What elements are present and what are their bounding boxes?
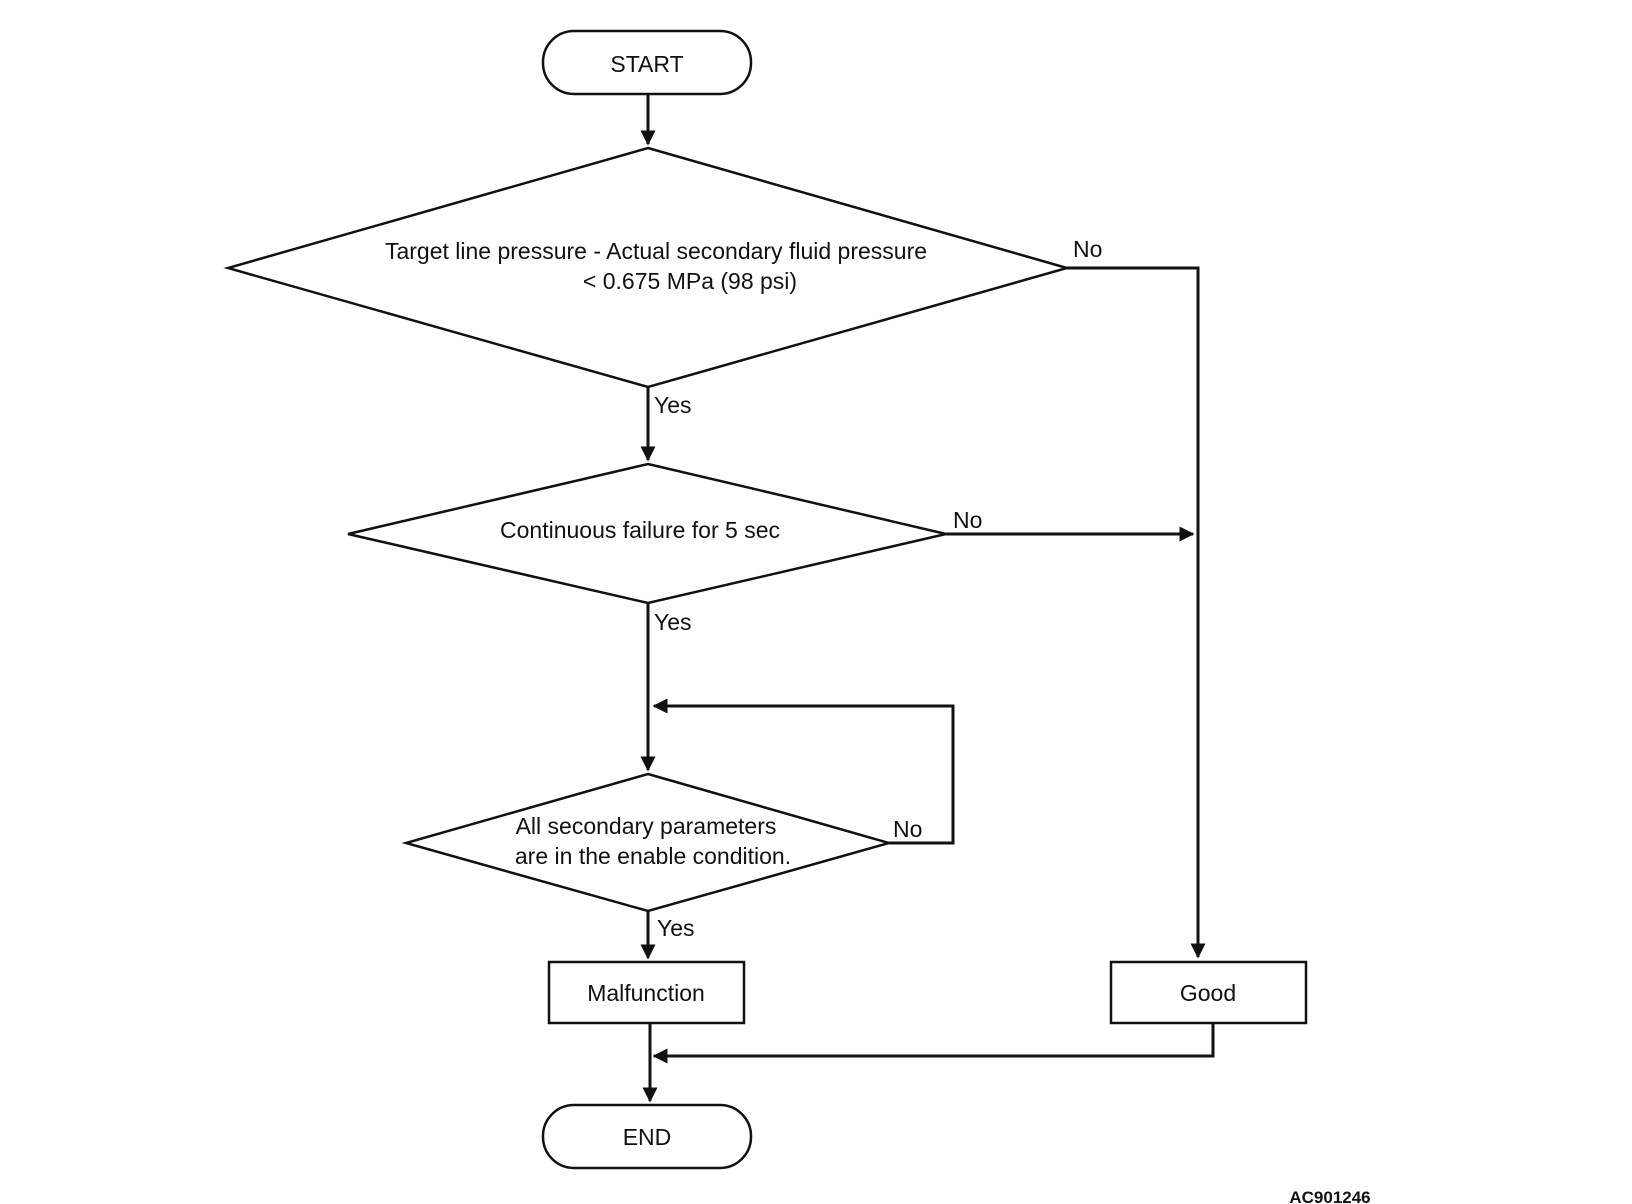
good-node: Good: [1109, 960, 1308, 1025]
end-label: END: [623, 1124, 672, 1150]
decision3-label-line2: are in the enable condition.: [515, 843, 791, 869]
decision1-label-line2: < 0.675 MPa (98 psi): [583, 268, 797, 294]
edge-decision1-no: [1067, 266, 1206, 959]
figure-code: AC901246: [1289, 1188, 1370, 1204]
decision2-no-label: No: [953, 507, 982, 533]
start-label: START: [610, 51, 683, 77]
decision3-no-label: No: [893, 816, 922, 842]
decision3-node: All secondary parameters are in the enab…: [401, 772, 894, 913]
edge-good-to-end: [652, 1023, 1215, 1064]
decision1-no-label: No: [1073, 236, 1102, 262]
decision3-label-line1: All secondary parameters: [516, 813, 777, 839]
end-node: END: [541, 1103, 753, 1170]
decision2-yes-label: Yes: [654, 609, 692, 635]
malfunction-node: Malfunction: [547, 960, 746, 1025]
good-label: Good: [1180, 980, 1236, 1006]
decision2-label: Continuous failure for 5 sec: [500, 517, 780, 543]
decision2-node: Continuous failure for 5 sec: [347, 462, 947, 605]
decision1-node: Target line pressure - Actual secondary …: [223, 146, 1072, 389]
start-node: START: [541, 29, 753, 96]
edge-decision3-no-loop: [652, 698, 955, 845]
decision3-yes-label: Yes: [657, 915, 695, 941]
malfunction-label: Malfunction: [587, 980, 705, 1006]
decision1-yes-label: Yes: [654, 392, 692, 418]
decision1-label-line1: Target line pressure - Actual secondary …: [385, 238, 927, 264]
